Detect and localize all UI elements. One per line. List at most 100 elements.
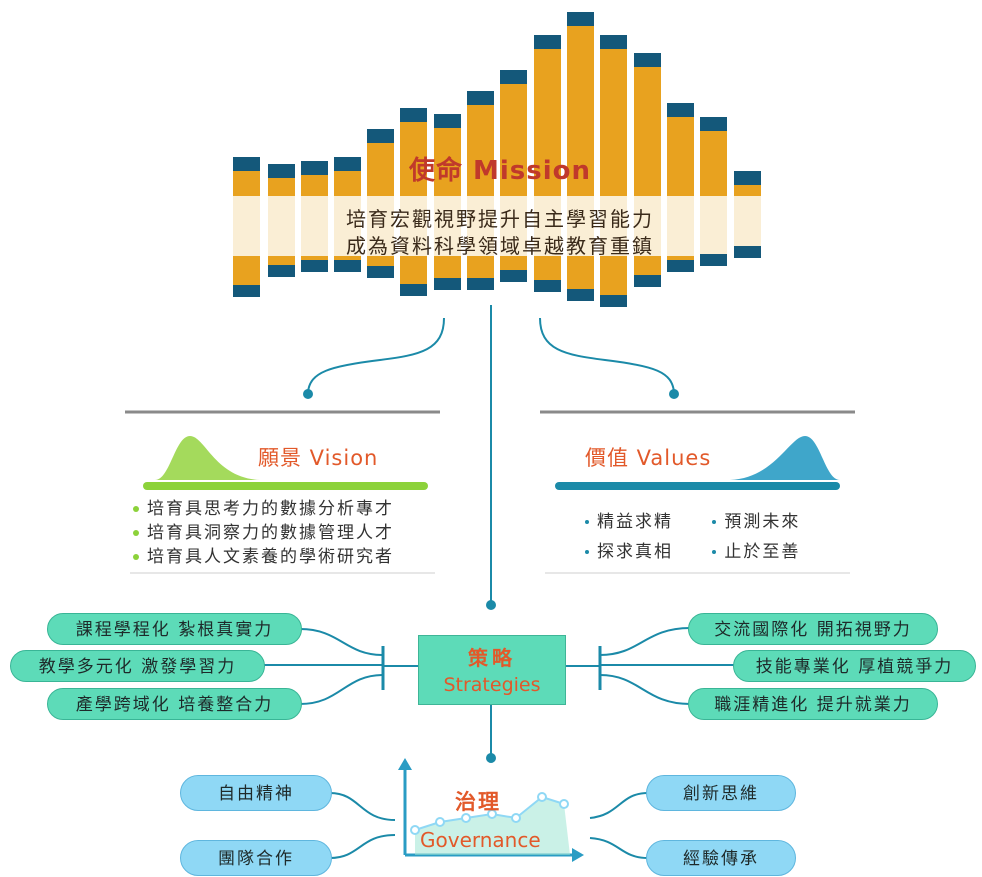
strategy-right-1: 交流國際化 開拓視野力: [688, 613, 938, 645]
bar-lower: [367, 256, 394, 266]
bar-lower: [634, 256, 661, 275]
bar-upper: [334, 171, 361, 196]
bar-cap-bottom: [600, 295, 627, 307]
bar-cap-bottom: [534, 280, 561, 292]
bar-upper: [434, 128, 461, 196]
connector-dot: [486, 600, 496, 610]
bar-upper: [400, 122, 427, 196]
bar-upper: [634, 67, 661, 196]
mission-line-2: 成為資料科學領域卓越教育重鎮: [346, 234, 654, 258]
strategies-box: 策略 Strategies: [418, 635, 566, 705]
bar-lower: [500, 256, 527, 270]
bar-upper: [233, 171, 260, 196]
vision-curve-icon: [155, 436, 260, 480]
strategies-title-en: Strategies: [443, 674, 541, 696]
vision-list: 培育具思考力的數據分析專才 培育具洞察力的數據管理人才 培育具人文素養的學術研究…: [133, 497, 394, 569]
governance-right-2: 經驗傳承: [646, 840, 796, 876]
list-item: 止於至善: [712, 542, 800, 562]
bar-lower: [434, 256, 461, 278]
bar-upper: [534, 49, 561, 196]
bar-lower: [233, 256, 260, 285]
bar-upper: [667, 117, 694, 196]
bar-cap-bottom: [367, 266, 394, 278]
mission-bar-graphic: [233, 12, 761, 307]
list-item: 探求真相: [585, 537, 705, 567]
vision-title: 願景 Vision: [258, 446, 379, 470]
bar-lower: [301, 256, 328, 260]
bar-band: [334, 196, 361, 256]
bar-band: [667, 196, 694, 256]
bar-lower: [567, 256, 594, 289]
bar-cap-bottom: [500, 270, 527, 282]
bar-cap-bottom: [301, 260, 328, 272]
bar-lower: [534, 256, 561, 280]
values-connector: [539, 317, 675, 393]
bar-cap-top: [467, 91, 494, 105]
bar-cap-bottom: [334, 260, 361, 272]
connector-dot: [486, 753, 496, 763]
strategy-left-1: 課程學程化 紮根真實力: [47, 613, 302, 645]
governance-title-en: Governance: [420, 828, 541, 852]
bar-upper: [301, 175, 328, 196]
bar-upper: [734, 185, 761, 196]
list-item: 培育具人文素養的學術研究者: [133, 545, 394, 569]
bullet-icon: [133, 506, 139, 512]
bar-band: [367, 196, 394, 256]
strategy-right-3: 職涯精進化 提升就業力: [688, 688, 938, 720]
bar-cap-bottom: [233, 285, 260, 297]
vision-underline: [143, 482, 428, 490]
bar-band: [600, 196, 627, 256]
bar-upper: [268, 178, 295, 196]
bar-cap-top: [567, 12, 594, 26]
bar-band: [233, 196, 260, 256]
bar-upper: [700, 131, 727, 196]
bullet-icon: [712, 550, 717, 554]
bullet-icon: [585, 550, 589, 554]
bar-cap-bottom: [400, 284, 427, 296]
connector-dot: [669, 389, 679, 399]
bar-lower: [667, 256, 694, 260]
bar-upper: [467, 105, 494, 196]
list-item: 精益求精: [585, 507, 705, 537]
bar-cap-top: [301, 161, 328, 175]
bar-band: [467, 196, 494, 256]
gov-area: [415, 797, 570, 855]
bar-band: [534, 196, 561, 256]
bar-cap-bottom: [667, 260, 694, 272]
bar-upper: [500, 84, 527, 196]
bar-cap-bottom: [434, 278, 461, 290]
bar-band: [634, 196, 661, 256]
bullet-icon: [133, 530, 139, 536]
strategy-left-2: 教學多元化 激發學習力: [10, 650, 265, 682]
bar-cap-bottom: [734, 246, 761, 258]
strategy-right-2: 技能專業化 厚植競爭力: [733, 650, 976, 682]
values-title: 價值 Values: [585, 446, 712, 470]
bar-cap-top: [367, 129, 394, 143]
bar-cap-top: [334, 157, 361, 171]
bullet-icon: [585, 520, 589, 524]
strategy-left-3: 產學跨域化 培養整合力: [47, 688, 302, 720]
bar-cap-bottom: [567, 289, 594, 301]
vision-connector: [307, 317, 445, 393]
governance-left-2: 團隊合作: [180, 840, 332, 876]
bar-band: [567, 196, 594, 256]
strategies-title-zh: 策略: [468, 646, 516, 670]
bar-lower: [600, 256, 627, 295]
bar-upper: [600, 49, 627, 196]
values-underline: [555, 482, 840, 490]
bar-band: [301, 196, 328, 256]
bar-upper: [367, 143, 394, 196]
bar-cap-top: [700, 117, 727, 131]
bar-cap-top: [534, 35, 561, 49]
bar-cap-top: [734, 171, 761, 185]
bullet-icon: [712, 520, 717, 524]
bar-cap-bottom: [634, 275, 661, 287]
list-item: 預測未來: [712, 512, 800, 532]
governance-title-zh: 治理: [455, 790, 501, 814]
list-item: 培育具洞察力的數據管理人才: [133, 521, 394, 545]
mission-line-1: 培育宏觀視野提升自主學習能力: [346, 207, 654, 231]
bar-cap-top: [268, 164, 295, 178]
bar-band: [268, 196, 295, 256]
mission-title: 使命 Mission: [408, 156, 592, 186]
